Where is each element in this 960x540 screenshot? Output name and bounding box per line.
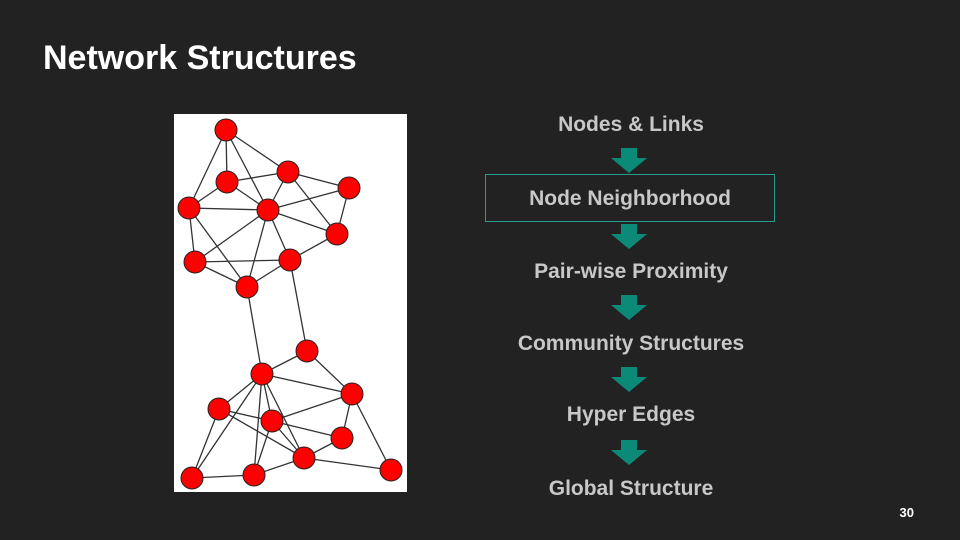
graph-node (278, 248, 302, 272)
graph-edge (225, 129, 269, 211)
graph-edge (303, 457, 392, 471)
graph-node (340, 382, 364, 406)
graph-node (256, 198, 280, 222)
step-global-structure: Global Structure (548, 477, 714, 500)
graph-edge (261, 373, 353, 395)
graph-edge (351, 393, 392, 471)
graph-node (325, 222, 349, 246)
graph-edge (287, 171, 338, 235)
graph-edge (271, 420, 343, 439)
graph-edge (289, 259, 308, 352)
graph-edge (218, 408, 305, 459)
network-graph-panel (174, 114, 407, 492)
slide-title: Network Structures (43, 39, 357, 77)
graph-node (276, 160, 300, 184)
graph-edge (188, 129, 227, 209)
graph-node (250, 362, 274, 386)
step-node-neighborhood: Node Neighborhood (485, 174, 775, 222)
graph-edge (253, 373, 263, 476)
step-hyper-edges: Hyper Edges (566, 403, 696, 426)
down-arrow-icon (611, 295, 647, 320)
graph-node (177, 196, 201, 220)
down-arrow-icon (611, 148, 647, 173)
page-number: 30 (899, 505, 914, 520)
graph-node (183, 250, 207, 274)
structure-flow: Nodes & Links Node Neighborhood Pair-wis… (481, 0, 781, 540)
down-arrow-icon (611, 367, 647, 392)
graph-edge (267, 209, 338, 235)
graph-edge (191, 408, 220, 479)
graph-node (215, 170, 239, 194)
graph-node (214, 118, 238, 142)
graph-edge (188, 207, 269, 211)
step-nodes-links: Nodes & Links (558, 113, 704, 136)
graph-node (242, 463, 266, 487)
graph-node (379, 458, 403, 482)
graph-node (337, 176, 361, 200)
graph-edge (194, 259, 291, 263)
graph-edge (246, 209, 269, 288)
down-arrow-icon (611, 224, 647, 249)
graph-edge (267, 187, 350, 211)
graph-edge (246, 286, 263, 375)
graph-edge (191, 373, 263, 479)
network-graph (177, 118, 403, 490)
graph-node (207, 397, 231, 421)
step-community-structures: Community Structures (517, 332, 745, 355)
graph-edge (271, 393, 353, 422)
graph-node (180, 466, 204, 490)
graph-edge (261, 373, 305, 459)
graph-edge (225, 129, 289, 173)
graph-edge (188, 207, 248, 288)
graph-node (330, 426, 354, 450)
graph-node (292, 446, 316, 470)
graph-node (235, 275, 259, 299)
graph-edge (194, 209, 269, 263)
graph-node (295, 339, 319, 363)
graph-node (260, 409, 284, 433)
step-pairwise-proximity: Pair-wise Proximity (534, 260, 728, 283)
down-arrow-icon (611, 440, 647, 465)
